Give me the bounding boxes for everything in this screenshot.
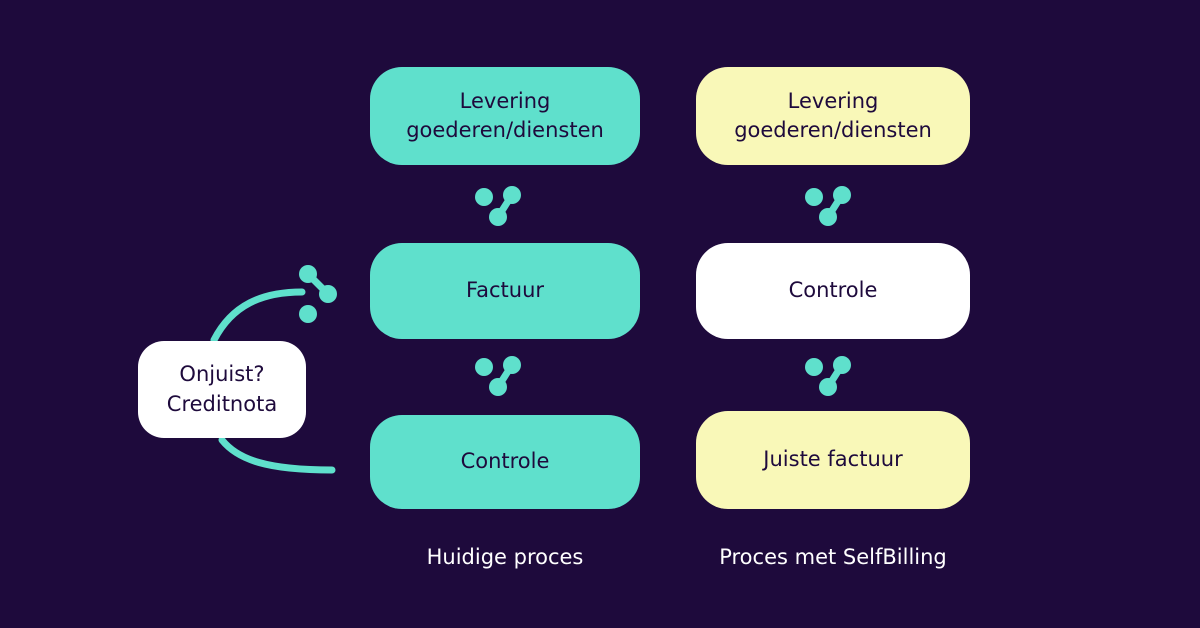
left-step-delivery: Levering goederen/diensten: [370, 67, 640, 165]
left-step-invoice-label: Factuur: [465, 278, 545, 303]
right-step-delivery-line2: goederen/diensten: [734, 118, 932, 142]
right-step-check-label: Controle: [788, 278, 878, 303]
left-caption: Huidige proces: [426, 545, 584, 569]
molecule-connector-icon: [805, 356, 851, 396]
molecule-connector-icon: [475, 356, 521, 396]
left-step-check-label: Controle: [460, 449, 550, 474]
loop-line2: Creditnota: [166, 391, 278, 416]
right-caption: Proces met SelfBilling: [719, 545, 947, 569]
loop-creditnote-box: Onjuist? Creditnota: [138, 341, 306, 438]
right-step-correct-invoice-label: Juiste factuur: [763, 447, 903, 472]
molecule-connector-icon: [299, 265, 337, 323]
left-step-invoice: Factuur: [370, 243, 640, 339]
left-step-check: Controle: [370, 415, 640, 509]
molecule-connector-icon: [475, 186, 521, 226]
right-step-correct-invoice: Juiste factuur: [696, 411, 970, 509]
left-step-delivery-line2: goederen/diensten: [406, 118, 604, 142]
right-step-delivery: Levering goederen/diensten: [696, 67, 970, 165]
molecule-connector-icon: [805, 186, 851, 226]
loop-line1: Onjuist?: [179, 362, 265, 387]
left-step-delivery-line1: Levering: [459, 88, 551, 113]
loop-arc: [210, 288, 336, 474]
right-step-check: Controle: [696, 243, 970, 339]
right-step-delivery-line1: Levering: [787, 88, 879, 113]
